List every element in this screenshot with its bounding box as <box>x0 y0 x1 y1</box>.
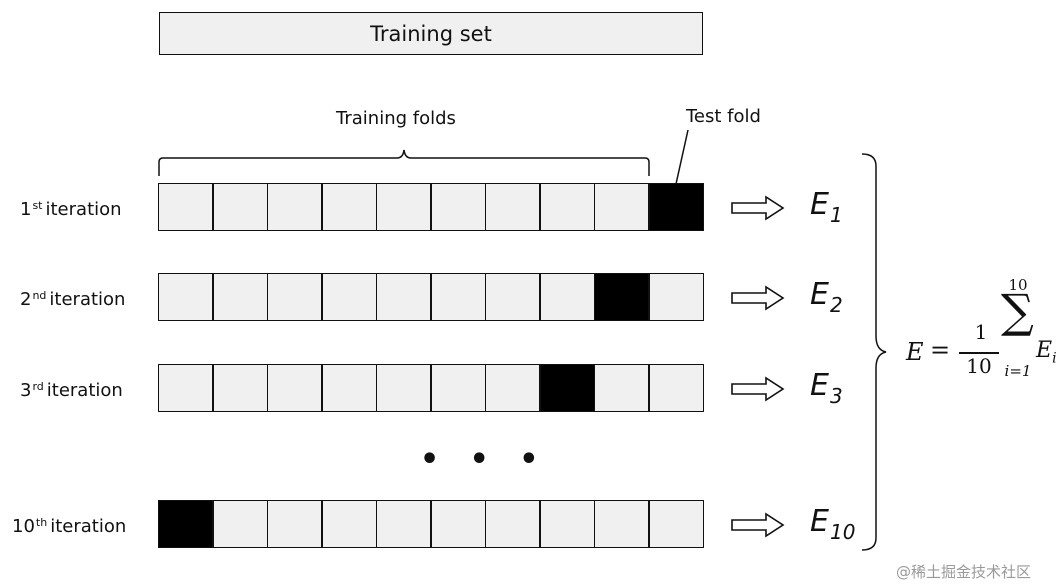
test-fold-label: Test fold <box>686 106 761 127</box>
formula-sum-lower: i=1 <box>1004 362 1032 380</box>
iteration-error: E3 <box>810 368 843 408</box>
iteration-ordinal: 3 <box>20 380 32 401</box>
training-fold <box>377 365 431 411</box>
test-fold-pointer <box>675 129 689 185</box>
formula-term: Ei <box>1036 338 1057 366</box>
test-fold <box>595 274 649 320</box>
training-fold <box>486 184 540 230</box>
formula-numerator: 1 <box>974 320 988 344</box>
training-fold <box>213 501 267 547</box>
iteration-word: iteration <box>45 199 122 220</box>
training-fold <box>268 184 322 230</box>
training-fold <box>431 501 485 547</box>
error-index: 2 <box>829 293 843 317</box>
training-fold <box>377 501 431 547</box>
error-symbol: E <box>810 504 829 539</box>
training-fold <box>486 274 540 320</box>
average-error-formula: E = 1 10 10 ∑ i=1 Ei <box>906 276 1057 386</box>
error-symbol: E <box>810 187 829 222</box>
arrow-right-icon <box>730 195 786 221</box>
formula-term-index: i <box>1052 350 1057 367</box>
training-fold <box>649 365 703 411</box>
formula-fraction-line <box>959 352 999 354</box>
training-fold <box>159 184 213 230</box>
test-fold <box>649 184 703 230</box>
iteration-error: E10 <box>810 504 855 544</box>
iteration-ordinal: 2 <box>20 289 32 310</box>
iteration-error: E1 <box>810 187 843 227</box>
formula-equals: = <box>930 336 951 364</box>
iteration-error: E2 <box>810 277 843 317</box>
arrow-right-icon <box>730 376 786 402</box>
error-index: 1 <box>829 203 843 227</box>
arrow-right-icon <box>730 285 786 311</box>
training-fold <box>595 365 649 411</box>
training-fold <box>486 365 540 411</box>
training-fold <box>595 501 649 547</box>
training-fold <box>431 365 485 411</box>
training-fold <box>595 184 649 230</box>
training-fold <box>540 274 594 320</box>
iteration-ordinal-suffix: nd <box>32 289 47 302</box>
training-fold <box>431 274 485 320</box>
error-index: 3 <box>829 384 843 408</box>
training-set-box: Training set <box>159 12 703 55</box>
training-fold <box>213 184 267 230</box>
formula-lhs: E <box>906 338 924 366</box>
iteration-word: iteration <box>49 289 126 310</box>
training-fold <box>540 184 594 230</box>
error-symbol: E <box>810 277 829 312</box>
summary-brace <box>861 153 887 551</box>
fold-bar <box>158 364 704 412</box>
iteration-ordinal: 1 <box>20 199 32 220</box>
training-folds-label: Training folds <box>336 108 456 129</box>
training-fold <box>322 274 376 320</box>
training-fold <box>268 365 322 411</box>
training-folds-brace <box>158 149 650 176</box>
training-fold <box>431 184 485 230</box>
training-fold <box>159 274 213 320</box>
training-fold <box>322 365 376 411</box>
test-fold <box>159 501 213 547</box>
training-fold <box>377 274 431 320</box>
training-fold <box>268 274 322 320</box>
formula-sum-upper: 10 <box>1008 276 1028 294</box>
training-set-label: Training set <box>370 21 492 46</box>
iteration-ordinal-suffix: st <box>32 199 43 212</box>
error-symbol: E <box>810 368 829 403</box>
fold-bar <box>158 273 704 321</box>
test-fold <box>540 365 594 411</box>
training-fold <box>377 184 431 230</box>
formula-term-symbol: E <box>1036 338 1053 363</box>
training-fold <box>649 501 703 547</box>
training-fold <box>213 365 267 411</box>
fold-bar <box>158 500 704 548</box>
fold-bar <box>158 183 704 231</box>
iteration-ordinal-suffix: rd <box>32 380 44 393</box>
training-fold <box>649 274 703 320</box>
training-fold <box>540 501 594 547</box>
iteration-word: iteration <box>46 380 123 401</box>
iteration-ordinal: 10 <box>12 516 35 537</box>
training-fold <box>268 501 322 547</box>
formula-sum-symbol: ∑ <box>1001 284 1034 338</box>
training-fold <box>159 365 213 411</box>
iteration-word: iteration <box>50 516 127 537</box>
error-index: 10 <box>829 520 856 544</box>
training-fold <box>213 274 267 320</box>
ellipsis: • • • <box>420 442 549 477</box>
watermark: @稀土掘金技术社区 <box>896 563 1032 581</box>
arrow-right-icon <box>730 512 786 538</box>
iteration-ordinal-suffix: th <box>35 516 48 529</box>
training-fold <box>486 501 540 547</box>
training-fold <box>322 184 376 230</box>
formula-denominator: 10 <box>966 354 992 378</box>
training-fold <box>322 501 376 547</box>
